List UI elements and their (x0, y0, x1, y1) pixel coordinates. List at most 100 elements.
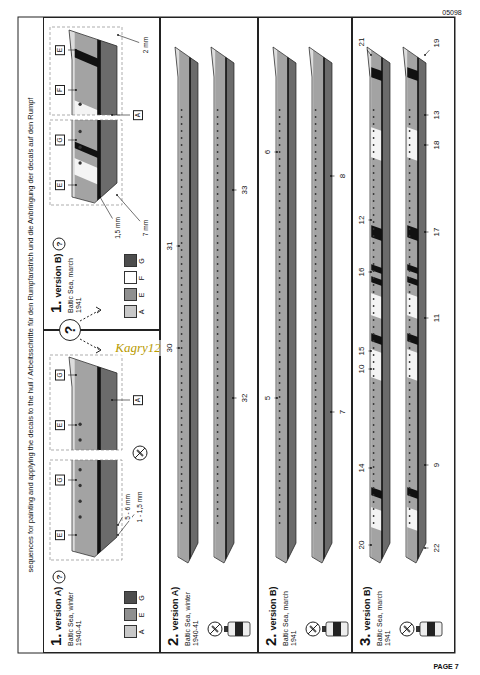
no-brush-icon (400, 622, 414, 636)
dimension-label: 5 - 6 mm (124, 493, 132, 521)
page-frame (18, 17, 455, 653)
no-brush-icon (133, 446, 147, 460)
decal-number: 13 (432, 110, 441, 121)
leader-dot (424, 54, 426, 56)
leader-line (177, 348, 180, 349)
color-swatch (124, 609, 137, 622)
leader-dot (75, 139, 77, 141)
decal-bottle-icon (322, 622, 348, 636)
leader-line (369, 369, 372, 370)
question-mark: ? (52, 571, 65, 584)
leader-line (68, 185, 76, 186)
color-swatch (124, 306, 137, 319)
version-heading: version B) (54, 253, 63, 297)
leader-line (369, 545, 372, 546)
ship-hull (208, 45, 246, 565)
scheme-caption: Baltic Sea, march 1941 (67, 251, 83, 313)
leader-dot (276, 151, 278, 153)
decal-number: 14 (357, 463, 366, 474)
dashed-arrow (80, 339, 100, 350)
paint-legend-item: G (124, 591, 146, 605)
step-panel: 2.version A)Baltic Sea, winter 1940-41 (160, 17, 258, 653)
leader-line (68, 375, 76, 376)
color-swatch (124, 592, 137, 605)
version-heading: version A) (171, 587, 180, 631)
ship-hull (66, 355, 122, 450)
leader-dot (424, 317, 426, 319)
ship-hull (66, 28, 122, 115)
decal-number: 8 (338, 173, 347, 179)
version-heading: version B) (269, 586, 278, 630)
leader-dot (370, 350, 372, 352)
ship-hull (306, 45, 344, 565)
leader-dot (370, 368, 372, 370)
dashed-arrow (80, 310, 100, 321)
color-swatch (124, 289, 137, 302)
version-heading: version A) (54, 587, 63, 631)
ship-hull (270, 45, 308, 565)
decal-number: 9 (432, 462, 441, 468)
scheme-caption: Baltic Sea, march 1941 (376, 584, 392, 646)
leader-line (275, 398, 278, 399)
hull-closeup (66, 460, 122, 559)
hull-closeup (66, 355, 122, 450)
leader-dot (424, 231, 426, 233)
paint-letter: A (138, 625, 146, 639)
question-mark: ? (52, 238, 65, 251)
leader-line (68, 140, 76, 141)
paint-code: A (133, 110, 143, 120)
step-panel: 1.version B)Baltic Sea, march 1941 (43, 17, 160, 330)
question-mark: ? (59, 319, 81, 341)
leader-line (369, 468, 372, 469)
page-title: sequences for painting and applying the … (18, 17, 35, 653)
leader-dot (75, 424, 77, 426)
leader-dot (370, 544, 372, 546)
sheet-code: 05098 (442, 9, 461, 16)
leader-dot (232, 189, 234, 191)
paint-legend-item: F (124, 271, 146, 285)
ship-hull (364, 45, 402, 565)
decal-bottle-icon (416, 622, 442, 636)
paint-code: E (55, 420, 65, 430)
paint-letter: E (138, 608, 146, 622)
leader-line (68, 50, 76, 51)
leader-dot (370, 271, 372, 273)
hull-closeup (66, 28, 122, 115)
version-heading: version B) (363, 586, 372, 630)
step-number: 1. (48, 633, 63, 646)
leader-line (275, 152, 278, 153)
step-number: 2. (165, 633, 180, 646)
leader-line (233, 190, 237, 191)
leader-line (369, 351, 372, 352)
color-swatch (124, 255, 137, 268)
leader-dot (75, 184, 77, 186)
leader-line (425, 115, 429, 116)
closeup-border (50, 355, 122, 450)
leader-dot (370, 54, 372, 56)
decal-number: 15 (357, 346, 366, 357)
no-brush-icon (208, 622, 222, 636)
leader-line (233, 398, 237, 399)
paint-letter: G (138, 254, 146, 268)
decal-number: 30 (165, 343, 174, 354)
ship-hull (400, 45, 438, 565)
leader-dot (178, 245, 180, 247)
leader-line (118, 517, 123, 525)
leader-line (369, 220, 372, 221)
leader-dot (424, 547, 426, 549)
decal-number: 33 (240, 185, 249, 196)
step-number: 2. (263, 633, 278, 646)
leader-line (425, 145, 429, 146)
paint-legend-item: G (124, 254, 146, 268)
leader-line (331, 412, 335, 413)
leader-line (425, 232, 429, 233)
decal-number: 22 (432, 543, 441, 554)
leader-dot (424, 464, 426, 466)
leader-dot (370, 467, 372, 469)
scheme-caption: Baltic Sea, march 1941 (282, 584, 298, 646)
leader-line (369, 272, 372, 273)
decal-number: 16 (357, 267, 366, 278)
decal-number: 7 (338, 409, 347, 415)
